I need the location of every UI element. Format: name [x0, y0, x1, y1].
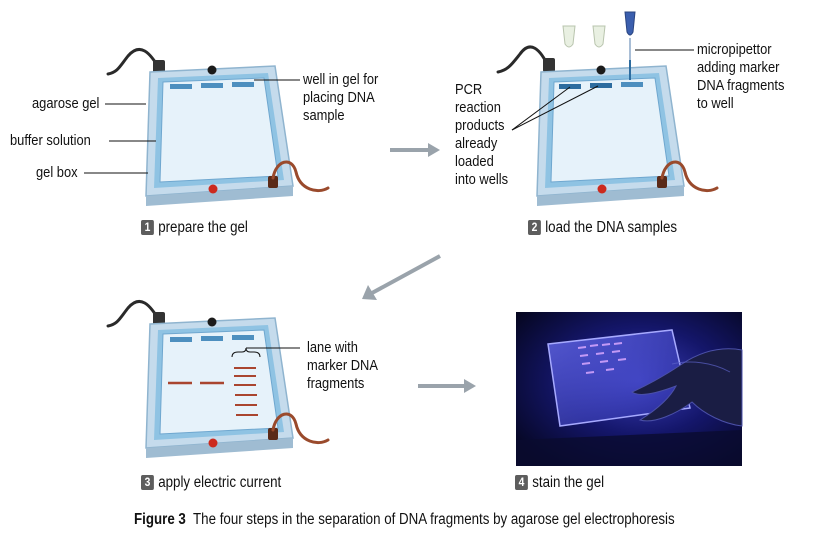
label-buffer-solution: buffer solution: [10, 132, 91, 149]
label-well-line3: sample: [303, 107, 345, 124]
step-4-number: 4: [515, 475, 528, 490]
step-3-caption: 3 apply electric current: [141, 474, 281, 492]
step-3-number: 3: [141, 475, 154, 490]
label-lane-line2: marker DNA: [307, 357, 378, 374]
label-lane-line1: lane with: [307, 339, 358, 356]
label-pipettor-line1: micropipettor: [697, 41, 772, 58]
label-pipettor-line3: DNA fragments: [697, 77, 785, 94]
label-pcr-line2: reaction: [455, 99, 501, 116]
step-3-label: apply electric current: [158, 474, 282, 491]
label-gel-box: gel box: [36, 164, 78, 181]
label-pcr-line4: already: [455, 135, 498, 152]
label-pcr-line1: PCR: [455, 81, 483, 98]
figure-caption-text: The four steps in the separation of DNA …: [193, 511, 675, 528]
label-well-line1: well in gel for: [303, 71, 379, 88]
label-pipettor-line4: to well: [697, 95, 734, 112]
step-1-number: 1: [141, 220, 154, 235]
step-2-caption: 2 load the DNA samples: [528, 219, 677, 237]
step-4-caption: 4 stain the gel: [515, 474, 604, 492]
step-4-label: stain the gel: [532, 474, 605, 491]
label-pcr-line5: loaded: [455, 153, 494, 170]
step-2-number: 2: [528, 220, 541, 235]
label-agarose-gel: agarose gel: [32, 95, 100, 112]
label-pcr-line3: products: [455, 117, 505, 134]
step-1-caption: 1 prepare the gel: [141, 219, 248, 237]
figure-number: Figure 3: [134, 511, 186, 528]
label-well-line2: placing DNA: [303, 89, 375, 106]
figure-caption: Figure 3 The four steps in the separatio…: [134, 511, 675, 529]
step-1-label: prepare the gel: [158, 219, 248, 236]
label-pipettor-line2: adding marker: [697, 59, 780, 76]
label-pcr-line6: into wells: [455, 171, 509, 188]
label-lane-line3: fragments: [307, 375, 365, 392]
step-2-label: load the DNA samples: [545, 219, 678, 236]
